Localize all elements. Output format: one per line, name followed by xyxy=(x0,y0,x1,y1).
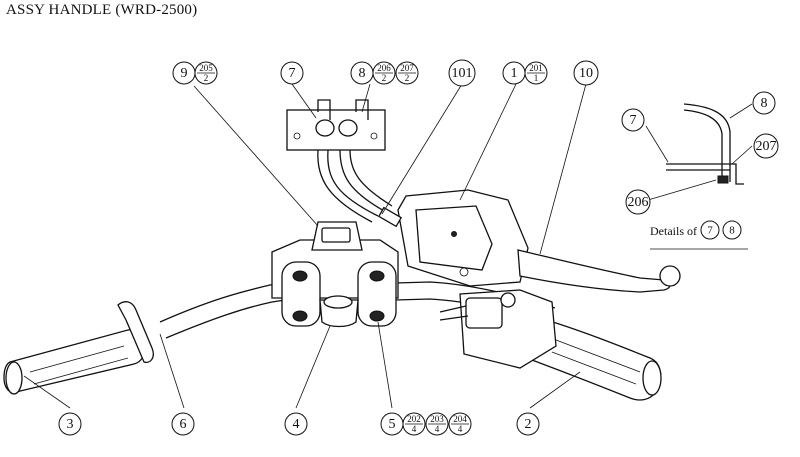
brake-lever xyxy=(517,249,681,293)
callout-circle xyxy=(722,220,742,240)
callout-c2: 2 xyxy=(516,412,540,436)
callout-c4: 4 xyxy=(284,412,308,436)
callout-number: 4 xyxy=(293,417,300,432)
fraction-top: 203 xyxy=(430,414,444,424)
callout-circle xyxy=(752,91,776,115)
details-label: Details of xyxy=(650,224,697,238)
handlebar-clamp xyxy=(271,221,399,328)
callout-det8: 8 xyxy=(722,220,742,240)
callout-circle xyxy=(284,412,308,436)
switch-housing xyxy=(439,289,557,369)
callout-circle xyxy=(171,412,195,436)
fraction-bottom: 1 xyxy=(534,73,539,83)
callout-circle xyxy=(753,133,779,159)
callout-c6: 6 xyxy=(171,412,195,436)
callout-number: 7 xyxy=(289,66,296,81)
callout-c3: 3 xyxy=(58,412,82,436)
drawing-title: ASSY HANDLE (WRD-2500) xyxy=(6,2,198,18)
master-cylinder xyxy=(377,189,529,287)
callout-circle xyxy=(621,108,645,132)
callout-number: 101 xyxy=(452,66,473,81)
callout-circle xyxy=(516,412,540,436)
callout-d7: 7 xyxy=(621,108,645,132)
callout-circle xyxy=(448,59,476,87)
fraction-bottom: 2 xyxy=(405,73,410,83)
right-grip xyxy=(531,317,662,401)
callout-circle xyxy=(573,60,599,86)
callout-number: 207 xyxy=(756,139,777,154)
callout-number: 5 xyxy=(389,417,396,432)
callout-number: 8 xyxy=(359,66,366,81)
fraction-top: 202 xyxy=(407,414,421,424)
callout-d8: 8 xyxy=(752,91,776,115)
callout-number: 206 xyxy=(628,195,649,210)
fraction-top: 207 xyxy=(400,63,414,73)
callout-number: 7 xyxy=(630,113,637,128)
fraction-bottom: 4 xyxy=(435,424,440,434)
callout-number: 8 xyxy=(729,225,735,237)
callout-number: 6 xyxy=(180,417,187,432)
fraction-bottom: 2 xyxy=(204,73,209,83)
fraction-top: 204 xyxy=(453,414,467,424)
fraction-bottom: 4 xyxy=(412,424,417,434)
callout-c7: 7 xyxy=(280,61,304,85)
callout-circle xyxy=(58,412,82,436)
callout-circle xyxy=(700,220,720,240)
callout-number: 7 xyxy=(707,225,713,237)
callout-d207: 207 xyxy=(753,133,779,159)
leader-lines xyxy=(23,83,587,409)
fraction-top: 201 xyxy=(529,63,543,73)
fraction-top: 206 xyxy=(377,63,391,73)
callout-det7: 7 xyxy=(700,220,720,240)
callout-c10: 10 xyxy=(573,60,599,86)
callout-c101: 101 xyxy=(448,59,476,87)
callout-number: 8 xyxy=(761,96,768,111)
callout-number: 2 xyxy=(525,417,532,432)
detail-view xyxy=(645,103,753,250)
left-grip xyxy=(3,301,154,395)
fraction-top: 205 xyxy=(199,63,213,73)
callout-number: 10 xyxy=(579,66,593,81)
fraction-bottom: 2 xyxy=(382,73,387,83)
callout-number: 9 xyxy=(181,66,188,81)
callout-circle xyxy=(625,189,651,215)
cables xyxy=(317,149,393,223)
callout-number: 3 xyxy=(67,417,74,432)
switch-bracket xyxy=(286,99,386,151)
callout-d206: 206 xyxy=(625,189,651,215)
callout-number: 1 xyxy=(511,66,518,81)
callout-circle xyxy=(280,61,304,85)
fraction-bottom: 4 xyxy=(458,424,463,434)
